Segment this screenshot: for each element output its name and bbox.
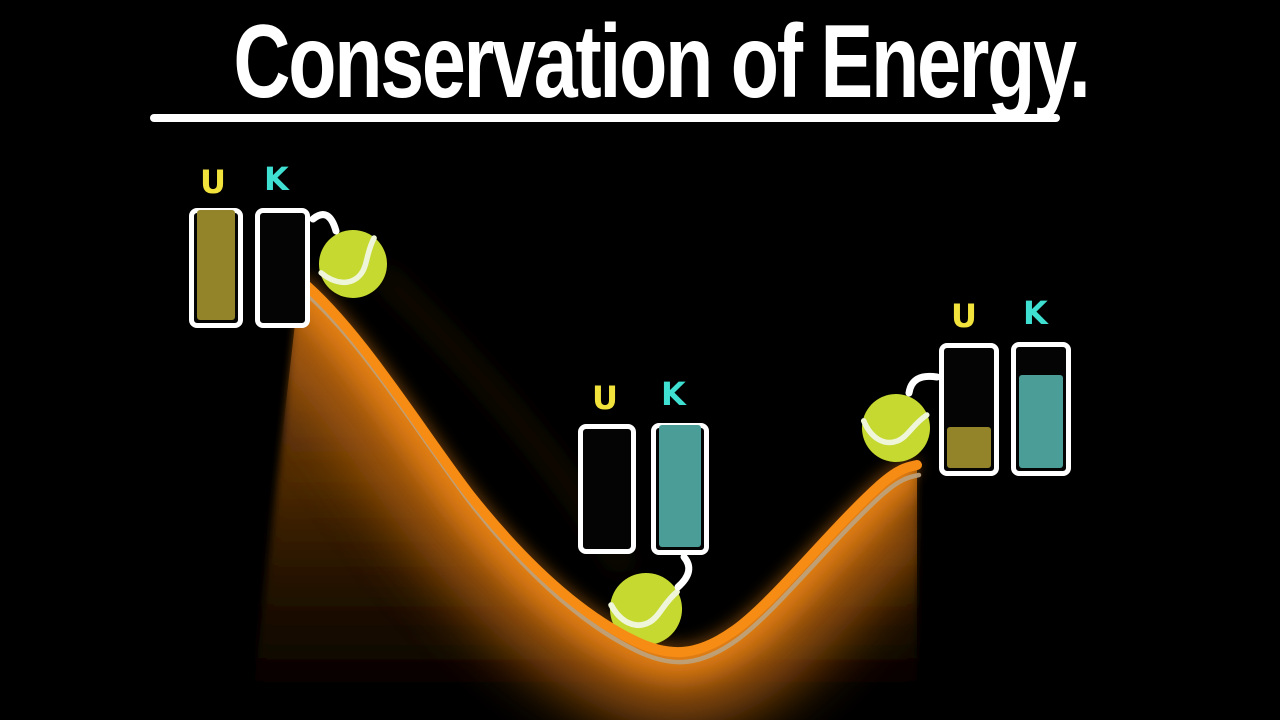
kinetic-energy-bar <box>651 423 709 555</box>
kinetic-energy-bar <box>255 208 310 328</box>
hill-fill <box>250 280 917 720</box>
kinetic-energy-bar <box>1011 342 1071 476</box>
kinetic-energy-label: K <box>661 375 686 413</box>
potential-energy-label: U <box>592 379 618 417</box>
tennis-ball-uphill <box>854 386 938 470</box>
title-underline <box>150 114 1060 122</box>
potential-energy-label: U <box>200 163 226 201</box>
page-title: Conservation of Energy. <box>233 4 1090 120</box>
kinetic-energy-fill <box>659 425 701 547</box>
tennis-ball-hilltop <box>313 224 394 305</box>
connector-hook-valley <box>674 553 693 591</box>
potential-energy-fill <box>947 427 991 468</box>
kinetic-energy-label: K <box>1023 294 1048 332</box>
potential-energy-fill <box>197 210 235 320</box>
potential-energy-bar <box>578 424 636 554</box>
kinetic-energy-fill <box>1019 375 1063 468</box>
connector-hook-uphill <box>905 372 941 397</box>
kinetic-energy-label: K <box>264 160 289 198</box>
potential-energy-label: U <box>951 297 977 335</box>
connector-hook-hilltop <box>309 211 340 235</box>
potential-energy-bar <box>939 343 999 476</box>
potential-energy-bar <box>189 208 243 328</box>
